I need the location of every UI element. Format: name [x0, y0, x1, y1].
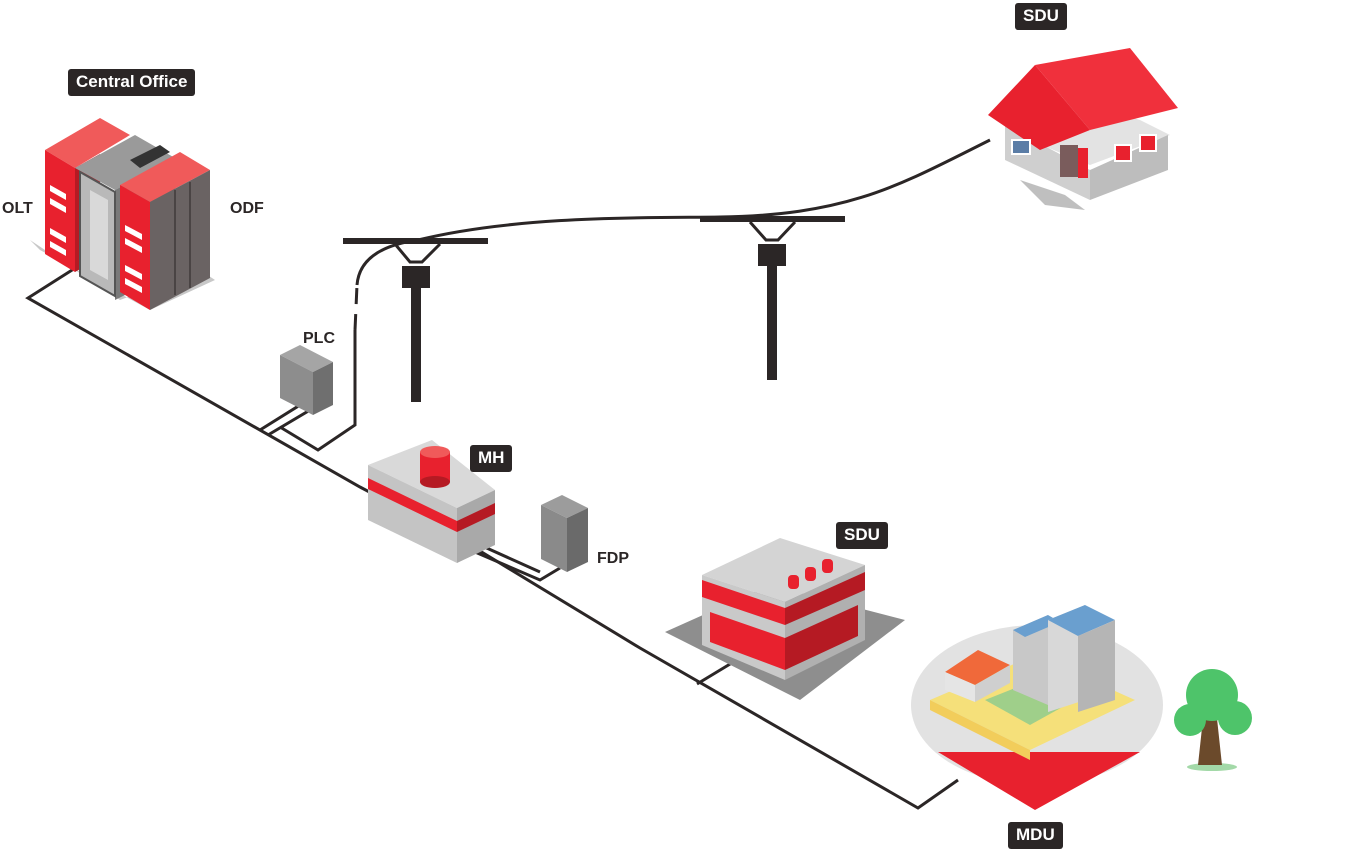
olt-label: OLT: [2, 200, 33, 217]
tree-illustration: [1174, 669, 1252, 771]
odf-label: ODF: [230, 200, 264, 217]
plc-label: PLC: [303, 330, 335, 347]
central-office-building: [30, 118, 215, 310]
central-office-label: Central Office: [68, 69, 196, 96]
sdu-building: [665, 538, 905, 700]
pole-drop-dashed: [353, 284, 359, 331]
sdu-building-label: SDU: [836, 522, 888, 549]
mdu-complex: [911, 605, 1163, 810]
fdp-label: FDP: [597, 550, 629, 567]
plc-enclosure: [280, 345, 333, 415]
mdu-label: MDU: [1008, 822, 1063, 849]
utility-pole-1: [343, 238, 488, 402]
sdu-house-label: SDU: [1015, 3, 1067, 30]
fdp-enclosure: [541, 495, 588, 572]
pole-drop-cable: [279, 330, 357, 452]
utility-pole-2: [700, 216, 845, 380]
aerial-cable: [417, 138, 991, 242]
sdu-house: [988, 48, 1178, 210]
mh-label: MH: [470, 445, 513, 472]
manhole-structure: [368, 440, 495, 563]
fdp-cable-2: [479, 543, 541, 574]
fdp-cable: [474, 550, 561, 582]
